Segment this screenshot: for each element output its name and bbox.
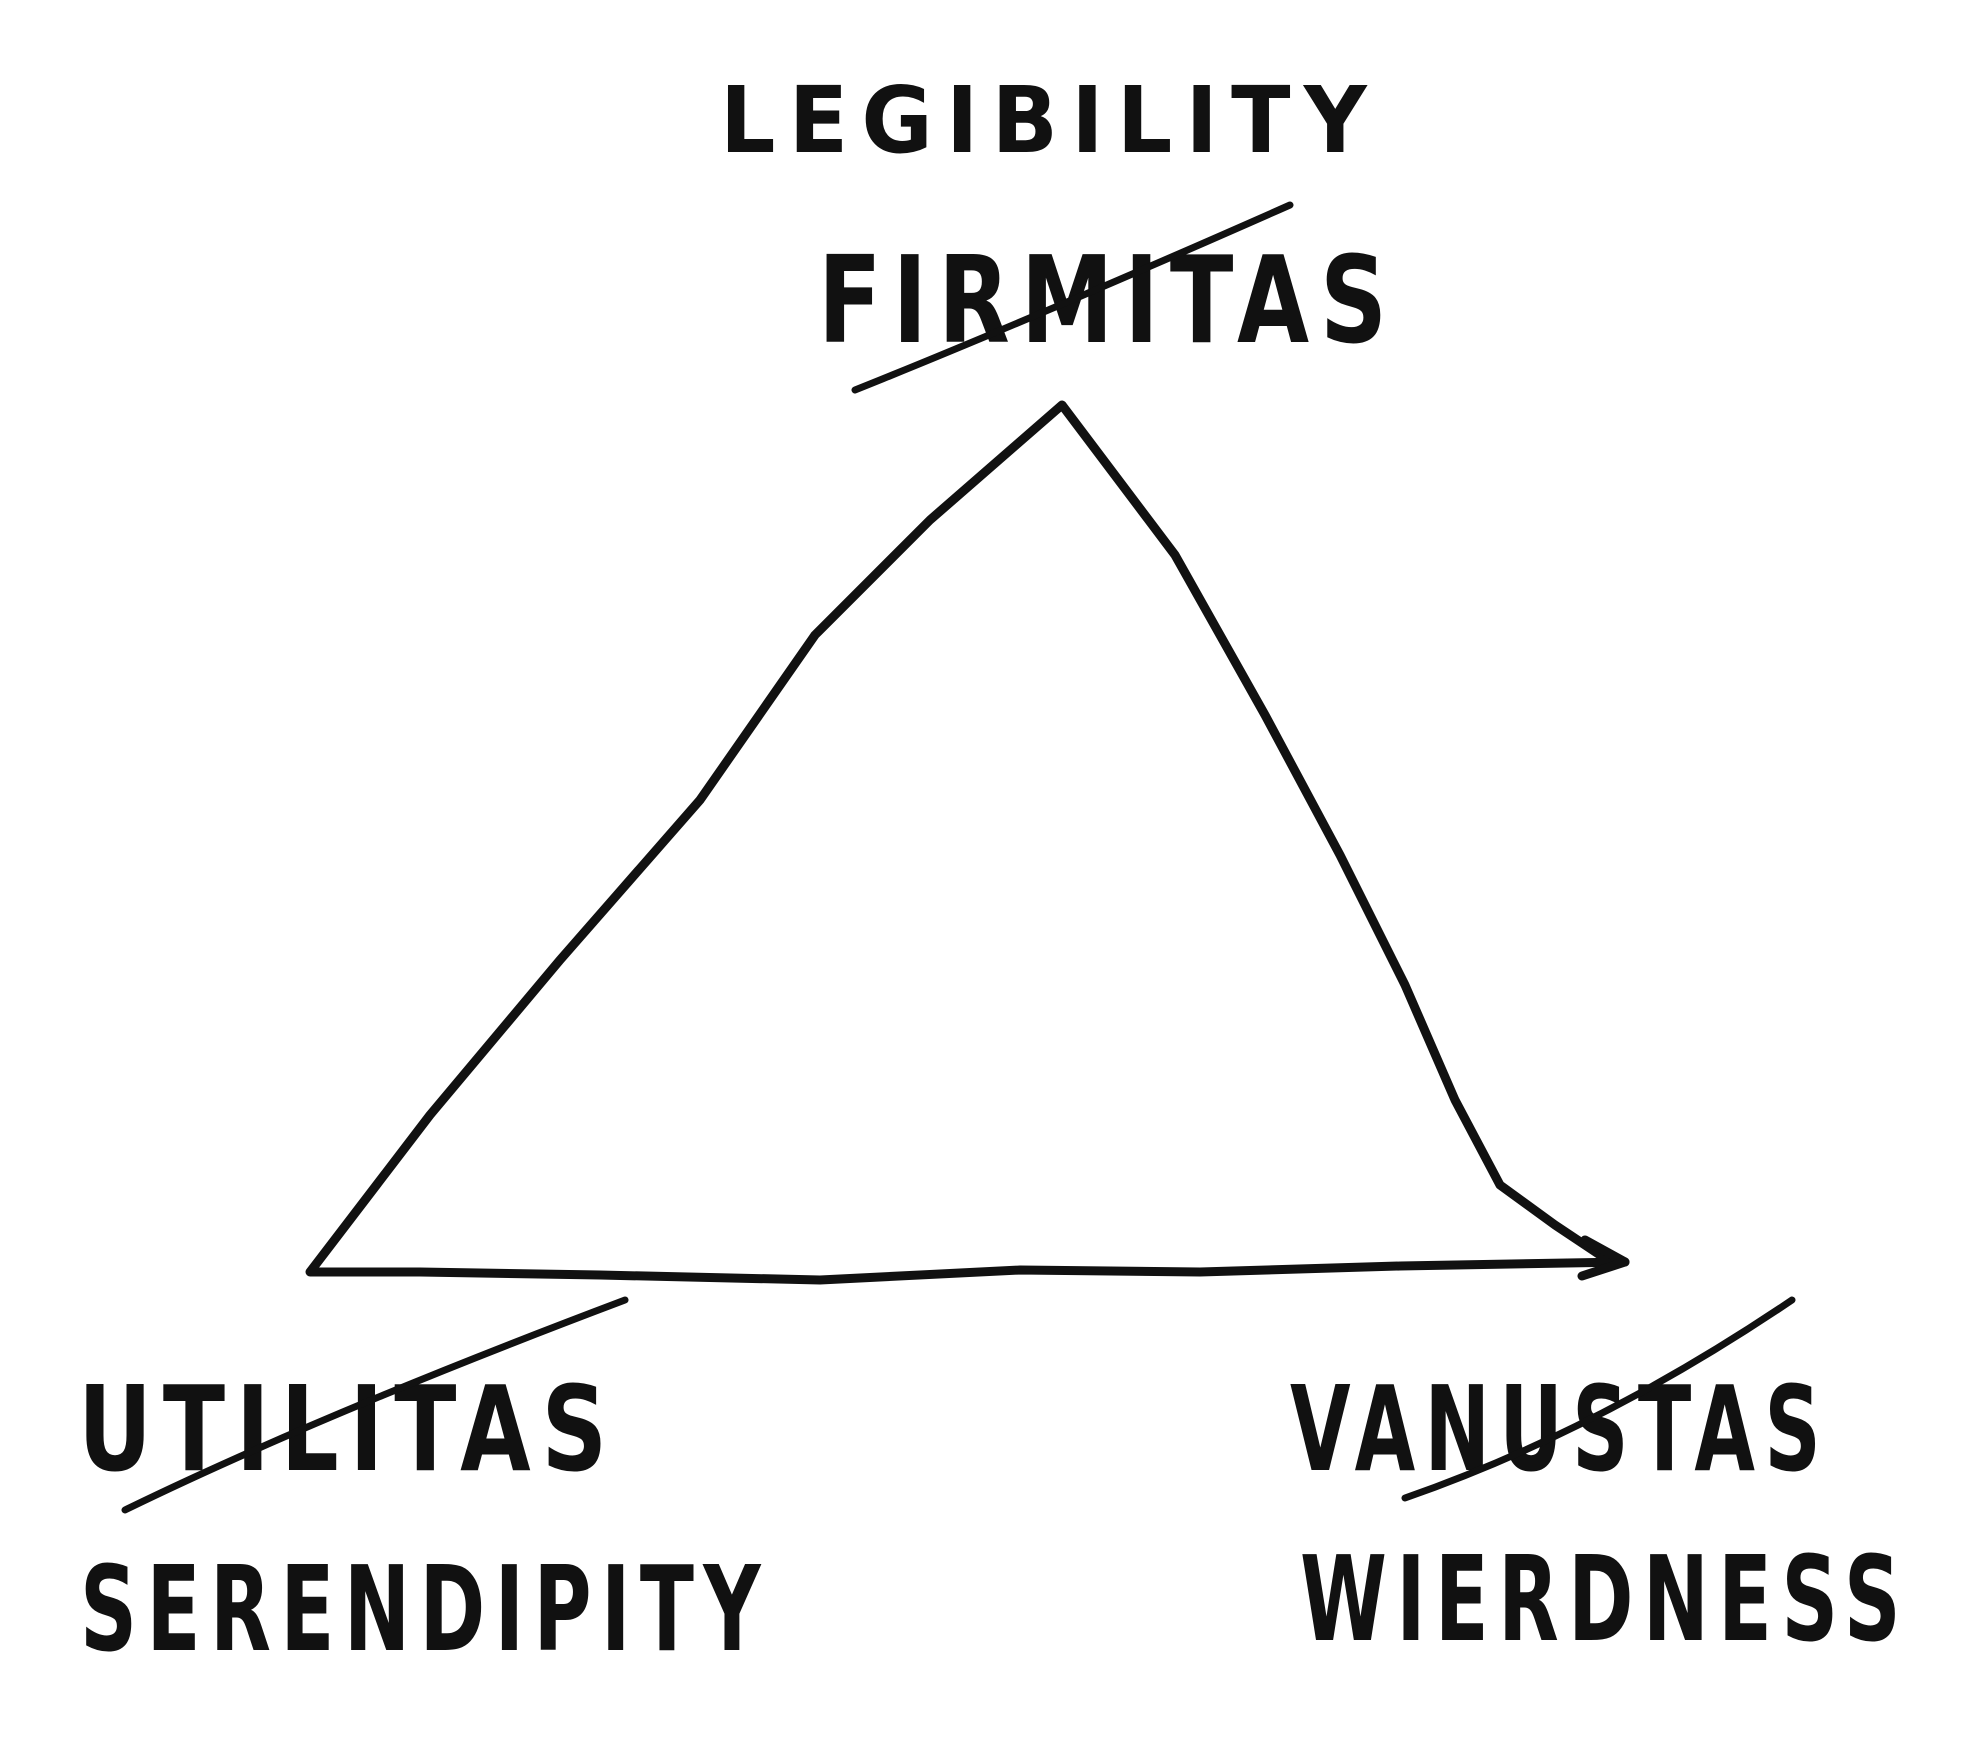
bottom-right-crossed-out-label: VANUSTAS <box>1290 1360 1830 1498</box>
triangle-shape <box>305 400 1630 1285</box>
top-strikethrough-line <box>851 201 1294 394</box>
bottom-left-new-label: SERENDIPITY <box>80 1540 770 1678</box>
top-crossed-out-label: FIRMITAS <box>818 232 1398 371</box>
top-new-label: LEGIBILITY <box>720 67 1380 174</box>
bottom-left-strikethrough-line <box>121 1296 629 1514</box>
bottom-right-strikethrough-line <box>1401 1296 1796 1502</box>
triangle-bottom-right-arrowhead <box>1577 1235 1630 1281</box>
bottom-right-new-label: WIERDNESS <box>1300 1530 1910 1668</box>
bottom-left-crossed-out-label: UTILITAS <box>78 1360 618 1498</box>
